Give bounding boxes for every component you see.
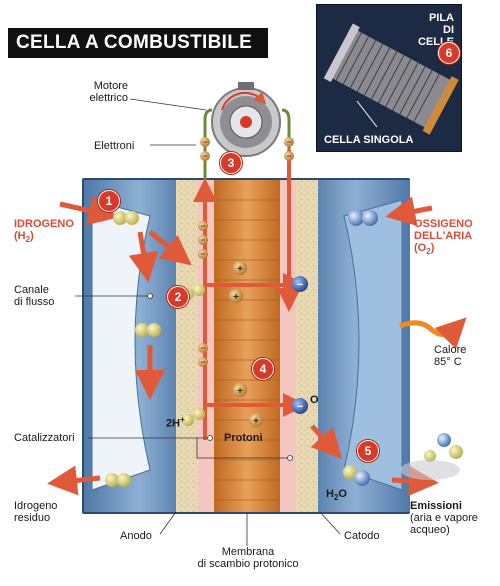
step-6-badge: 6 [438,42,460,64]
oxygen-line3: (O2) [414,242,473,258]
membrane-line2: di scambio protonico [197,558,299,570]
membrane-label: Membrana di scambio protonico [186,546,310,570]
oxygen-formula-sub: 2 [426,247,431,257]
svg-text:−: − [200,343,205,353]
svg-text:+: + [233,292,239,303]
oxygen-label: OSSIGENO DELL'ARIA (O2) [414,218,473,258]
svg-text:−: − [200,249,205,259]
cathode-label: Catodo [344,530,380,542]
emissions-line3: acqueo) [410,524,450,536]
hydrogen-residue-line1: Idrogeno [14,500,58,512]
emissions-line2: (aria e vapore [410,512,478,524]
two-h-text: 2H [166,417,181,430]
water-h: H [326,488,334,500]
hydrogen-formula-open: (H [14,230,26,242]
hydrogen-residue-line2: residuo [14,512,51,524]
heat-line1: Calore [434,344,467,356]
step-1-badge: 1 [98,190,120,212]
protons-label: Protoni [224,432,263,444]
emissions-line1: Emissioni [410,500,462,512]
step-5-badge: 5 [357,440,379,462]
svg-text:−: − [200,221,205,231]
membrane-line1: Membrana [221,546,275,558]
heat-line2: 85° C [434,356,462,368]
water-sub: 2 [333,493,339,503]
stack-title-line1: PILA [428,12,454,24]
hydrogen-formula-sub: 2 [25,235,31,245]
catalysts-label: Catalizzatori [14,432,75,444]
svg-text:−: − [297,401,303,413]
step-2-badge: 2 [167,286,189,308]
svg-text:−: − [202,151,207,161]
oxygen-line1: OSSIGENO [414,218,473,230]
oxygen-mark: O [310,394,319,406]
anode-label: Anodo [120,530,152,542]
hydrogen-label-line2: (H2) [14,230,74,246]
oxygen-formula-close: ) [430,242,435,254]
electrons-label: Elettroni [94,140,135,152]
svg-text:+: + [253,416,259,427]
hydrogen-residue-label: Idrogeno residuo [14,500,57,524]
page-title: CELLA A COMBUSTIBILE [8,28,268,58]
oxygen-formula-open: (O [414,242,427,254]
two-h-plus-label: 2H+ [166,414,185,430]
flow-channel-line1: Canale [14,284,49,296]
heat-label: Calore 85° C [434,344,466,368]
single-cell-label: CELLA SINGOLA [324,134,414,146]
hydrogen-label-line1: IDROGENO [14,218,74,230]
water-o: O [338,488,347,500]
motor-label-line2: elettrico [89,92,128,104]
svg-text:−: − [202,137,207,147]
hydrogen-formula-close: ) [30,230,34,242]
hydrogen-label: IDROGENO (H2) [14,218,74,246]
svg-text:−: − [286,137,291,147]
svg-text:−: − [297,279,303,291]
water-label: H2O [326,488,347,504]
oxygen-line2: DELL'ARIA [414,230,473,242]
motor-label: Motore elettrico [84,80,128,104]
cell-stack-inset [316,4,462,152]
svg-text:+: + [237,386,243,397]
flow-channel-line2: di flusso [14,296,55,308]
svg-text:−: − [200,235,205,245]
hydrogen-molecule [105,211,205,487]
motor-label-line1: Motore [93,80,128,92]
two-h-sup: + [180,415,185,424]
emissions-label: Emissioni (aria e vapore acqueo) [410,500,478,536]
svg-text:+: + [237,264,243,275]
step-3-badge: 3 [220,152,242,174]
step-4-badge: 4 [252,358,274,380]
flow-channel-label: Canale di flusso [14,284,54,308]
svg-text:−: − [200,357,205,367]
svg-text:−: − [286,151,291,161]
